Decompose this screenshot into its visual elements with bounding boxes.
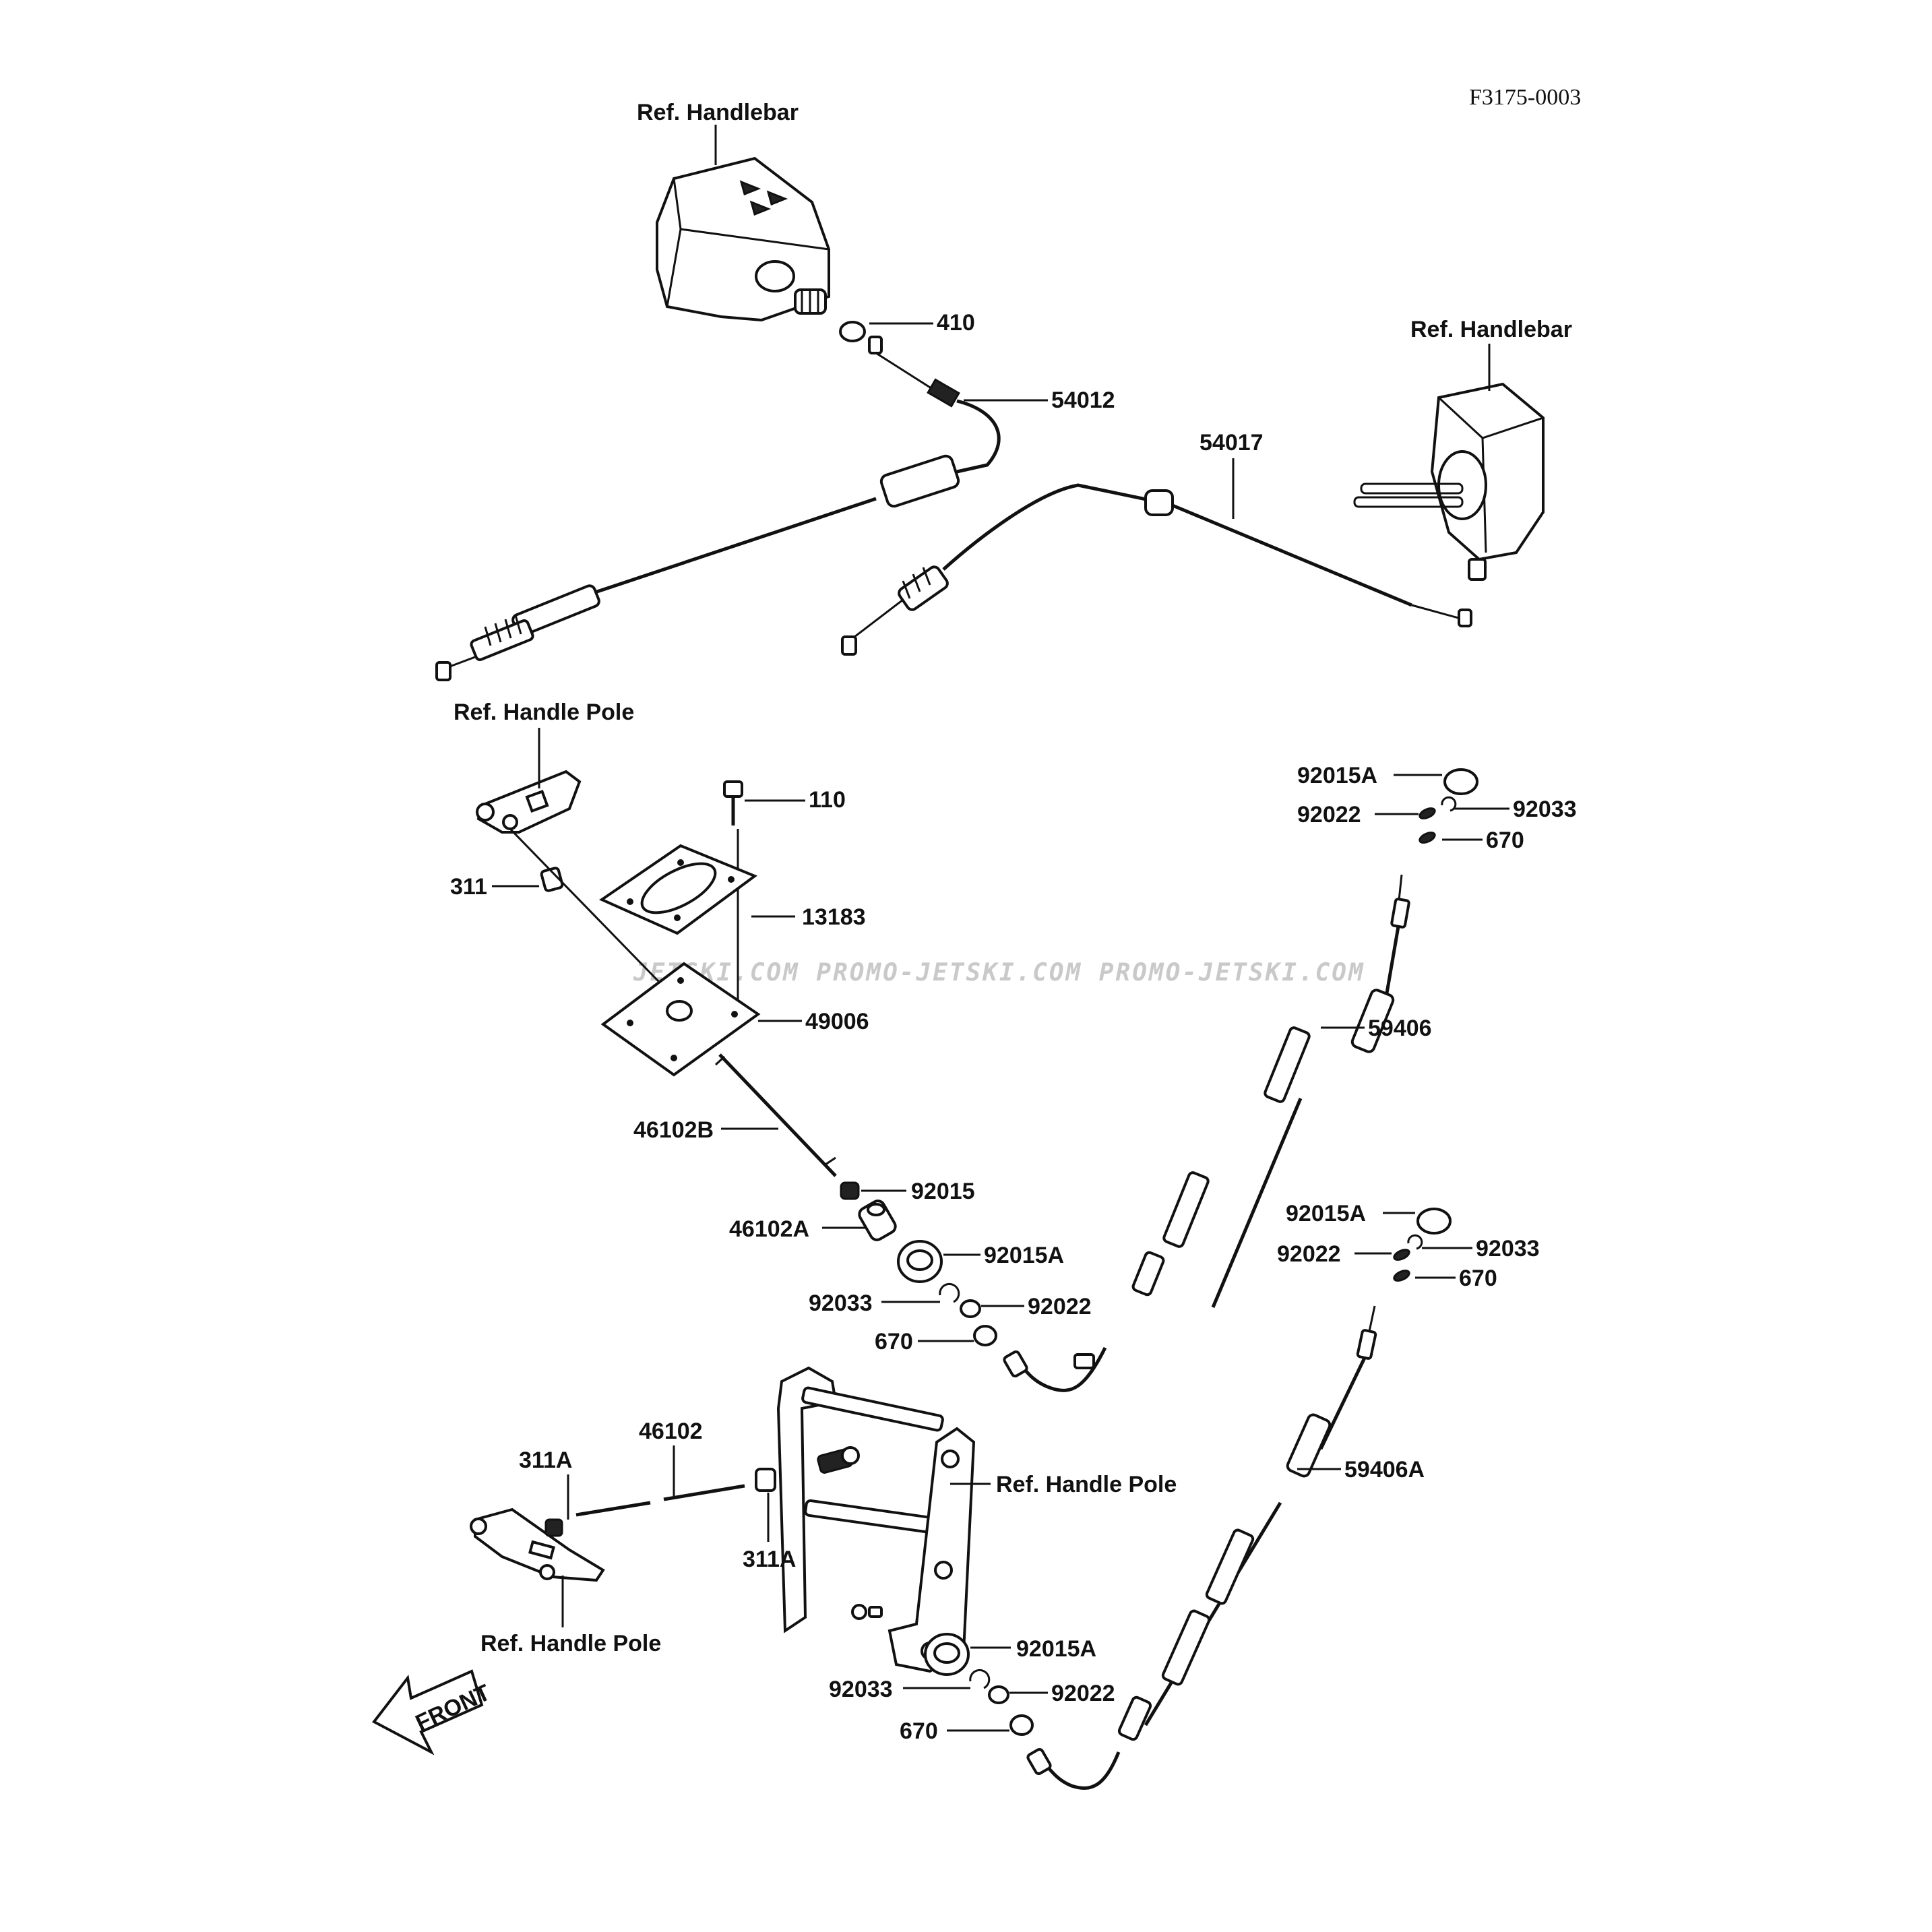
choke-cable-54017: [841, 483, 1472, 656]
handle-pole-lever-bottom: [470, 1507, 605, 1582]
rod-46102B: [714, 1053, 837, 1177]
part-label-54017: 54017: [1199, 430, 1264, 456]
left-handlebar-housing: [656, 156, 830, 322]
part-label-92022-bot: 92022: [1051, 1681, 1115, 1706]
washer-92022-bot: [988, 1685, 1009, 1704]
part-label-670-r2: 670: [1459, 1266, 1497, 1291]
bolt-110: [723, 780, 743, 825]
clip-92033-mid: [939, 1282, 960, 1303]
part-label-46102: 46102: [639, 1419, 703, 1444]
gasket-13183: [598, 844, 758, 935]
ref-handle-pole-bracket-label: Ref. Handle Pole: [996, 1472, 1177, 1497]
part-label-59406: 59406: [1368, 1016, 1432, 1041]
part-label-670-tr: 670: [1486, 828, 1524, 853]
lock-nut-92015A-mid: [897, 1240, 943, 1283]
ref-handle-pole-top-label: Ref. Handle Pole: [454, 699, 634, 725]
ref-handlebar-right-label: Ref. Handlebar: [1410, 317, 1572, 342]
ring-670-bot: [1009, 1714, 1034, 1736]
plate-49006: [600, 962, 761, 1077]
clip-92033-bot: [969, 1669, 991, 1689]
ring-670-mid: [973, 1325, 997, 1346]
part-label-92015A-mid: 92015A: [984, 1243, 1064, 1268]
part-label-92022-mid: 92022: [1028, 1294, 1092, 1319]
part-label-670-bot: 670: [900, 1718, 938, 1744]
steering-cable-59406: [1003, 874, 1410, 1392]
ref-handle-pole-bottom-label: Ref. Handle Pole: [480, 1631, 661, 1656]
part-label-92022-tr: 92022: [1297, 802, 1361, 828]
clip-92033-r2: [1407, 1234, 1423, 1250]
part-label-311: 311: [450, 874, 487, 900]
ring-670-r2: [1393, 1270, 1410, 1282]
washer-92022-mid: [960, 1299, 981, 1318]
lock-nut-92015A-r2: [1416, 1208, 1452, 1235]
clip-92033-tr: [1441, 796, 1457, 812]
assembly-line-311: [509, 828, 682, 1005]
part-label-46102B: 46102B: [633, 1117, 714, 1143]
part-label-59406A: 59406A: [1344, 1457, 1425, 1483]
part-label-92033-mid: 92033: [809, 1290, 873, 1316]
part-label-46102A: 46102A: [729, 1216, 809, 1242]
ref-handlebar-left-label: Ref. Handlebar: [637, 100, 799, 125]
nut-92015: [840, 1181, 860, 1200]
part-label-92033-tr: 92033: [1513, 797, 1577, 822]
washer-410: [839, 321, 866, 342]
part-label-92015-mid: 92015: [911, 1179, 975, 1204]
part-label-92033-r2: 92033: [1476, 1236, 1540, 1261]
part-label-92015A-r2: 92015A: [1286, 1201, 1366, 1226]
part-label-92015A-bot: 92015A: [1016, 1636, 1096, 1662]
throttle-cable-54012: [435, 336, 1001, 681]
part-label-54012: 54012: [1051, 387, 1115, 413]
front-direction-arrow: FRONT: [371, 1669, 494, 1755]
part-label-92022-r2: 92022: [1277, 1241, 1341, 1267]
washer-92022-tr: [1419, 807, 1436, 819]
handle-pole-lever-top: [476, 770, 582, 834]
lock-nut-92015A-bot: [924, 1633, 970, 1676]
part-label-92033-bot: 92033: [829, 1677, 893, 1702]
lock-nut-92015A-tr: [1443, 768, 1478, 795]
rod-46102: [575, 1484, 745, 1517]
handle-pole-bracket: [776, 1366, 976, 1673]
nut-311A-right: [755, 1468, 776, 1492]
part-label-13183: 13183: [802, 904, 866, 930]
part-label-49006: 49006: [805, 1009, 869, 1034]
part-label-311A-right: 311A: [743, 1547, 796, 1572]
watermark: JETSKI.COM PROMO-JETSKI.COM PROMO-JETSKI…: [633, 959, 1365, 987]
figure-id: F3175-0003: [1469, 85, 1581, 110]
part-label-110: 110: [809, 787, 846, 813]
part-label-670-mid: 670: [875, 1329, 913, 1354]
part-label-92015A-tr: 92015A: [1297, 763, 1377, 788]
part-label-311A-left: 311A: [519, 1447, 572, 1473]
right-handlebar-housing: [1353, 382, 1545, 581]
part-label-410: 410: [937, 310, 975, 336]
washer-92022-r2: [1393, 1249, 1410, 1261]
joint-46102A: [858, 1199, 897, 1241]
steering-cable-59406A: [1026, 1305, 1377, 1790]
ring-670-tr: [1419, 832, 1436, 844]
